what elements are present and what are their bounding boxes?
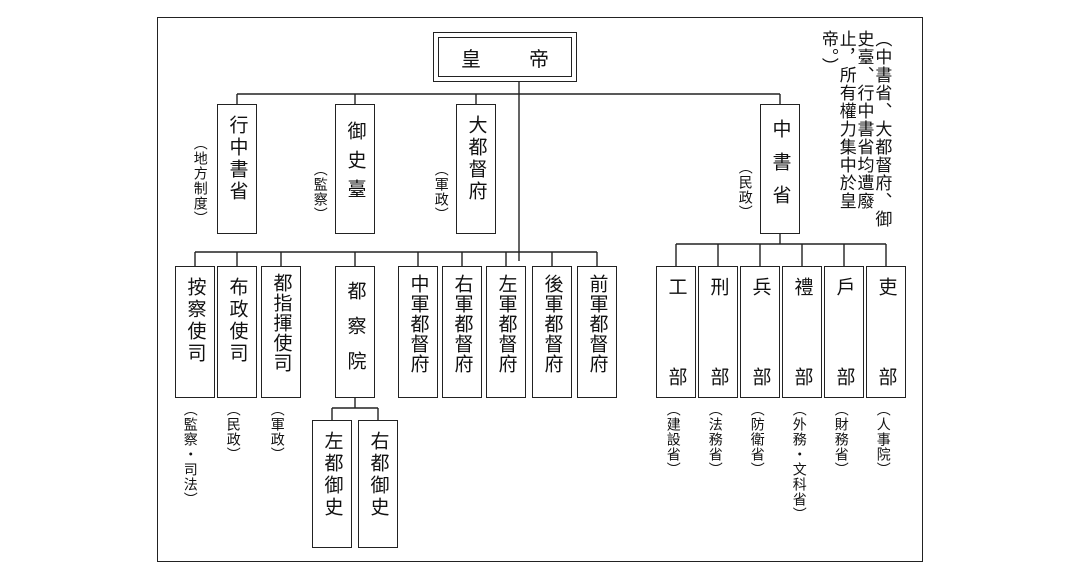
surveillance-office-box: 按察使司 (175, 266, 215, 398)
ministry-rites-top: 禮 (791, 277, 814, 299)
central-military-commission-box: 中軍都督府 (398, 266, 438, 398)
central-secretariat-box: 中書省 (760, 104, 800, 234)
ministry-revenue-note: ︵財務省︶ (832, 402, 849, 477)
censorate-office-box: 御史臺 (335, 104, 375, 234)
ministry-revenue-top: 戶 (833, 277, 856, 299)
ministry-justice-top: 刑 (707, 277, 730, 299)
ministry-works-top: 工 (665, 277, 688, 299)
administration-office-label: 布政使司 (226, 277, 249, 365)
military-command-note: ︵軍政︶ (268, 402, 285, 462)
ministry-revenue-bottom: 部 (833, 367, 856, 389)
branch-secretariat-box: 行中書省 (217, 104, 257, 234)
ministry-works-bottom: 部 (665, 367, 688, 389)
abolition-remark: ︵中書省、大都督府、御史臺、行中書省均遭廢止，所有權力集中於皇帝。︶ (817, 30, 892, 228)
chief-censorate-box: 都察院 (335, 266, 375, 398)
ministry-war-box: 兵 部 (740, 266, 780, 398)
ministry-personnel-note: ︵人事院︶ (874, 402, 891, 477)
left-military-commission-box: 左軍都督府 (486, 266, 526, 398)
ministry-rites-box: 禮 部 (782, 266, 822, 398)
ministry-works-note: ︵建設省︶ (664, 402, 681, 477)
ministry-justice-box: 刑 部 (698, 266, 738, 398)
ministry-revenue-box: 戶 部 (824, 266, 864, 398)
ministry-justice-note: ︵法務省︶ (706, 402, 723, 477)
ministry-war-note: ︵防衛省︶ (748, 402, 765, 477)
diagram-frame (157, 17, 923, 562)
ministry-rites-bottom: 部 (791, 367, 814, 389)
emperor-label: 皇 帝 (438, 37, 572, 77)
censorate-office-label: 御史臺 (344, 121, 367, 208)
rear-military-commission-box: 後軍都督府 (532, 266, 572, 398)
administration-office-note: ︵民政︶ (224, 402, 241, 462)
ministry-works-box: 工 部 (656, 266, 696, 398)
chief-military-label: 大都督府 (465, 115, 488, 203)
left-censor-box: 左都御史 (312, 420, 352, 548)
chief-military-box: 大都督府 (456, 104, 496, 234)
front-military-commission-label: 前軍都督府 (586, 274, 609, 374)
central-secretariat-note: ︵民政︶ (736, 160, 753, 220)
ministry-personnel-bottom: 部 (875, 367, 898, 389)
right-censor-box: 右都御史 (358, 420, 398, 548)
right-military-commission-label: 右軍都督府 (451, 274, 474, 374)
military-command-label: 都指揮使司 (270, 273, 293, 373)
right-military-commission-box: 右軍都督府 (442, 266, 482, 398)
central-secretariat-label: 中書省 (769, 119, 792, 218)
central-military-commission-label: 中軍都督府 (407, 274, 430, 374)
front-military-commission-box: 前軍都督府 (577, 266, 617, 398)
left-censor-label: 左都御史 (321, 431, 344, 519)
ministry-personnel-box: 吏 部 (866, 266, 906, 398)
administration-office-box: 布政使司 (217, 266, 257, 398)
military-command-box: 都指揮使司 (261, 266, 301, 398)
censorate-office-note: ︵監察︶ (311, 162, 328, 222)
ministry-war-bottom: 部 (749, 367, 772, 389)
left-military-commission-label: 左軍都督府 (495, 274, 518, 374)
rear-military-commission-label: 後軍都督府 (541, 274, 564, 374)
ministry-war-top: 兵 (749, 277, 772, 299)
surveillance-office-note: ︵監察・司法︶ (181, 402, 198, 507)
branch-secretariat-note: ︵地方制度︶ (191, 136, 208, 226)
ministry-justice-bottom: 部 (707, 367, 730, 389)
chief-military-note: ︵軍政︶ (432, 162, 449, 222)
chief-censorate-label: 都察院 (344, 281, 367, 386)
emperor-box: 皇 帝 (433, 32, 577, 82)
surveillance-office-label: 按察使司 (184, 277, 207, 365)
branch-secretariat-label: 行中書省 (226, 115, 249, 203)
right-censor-label: 右都御史 (367, 431, 390, 519)
ministry-rites-note: ︵外務・文科省︶ (790, 402, 807, 522)
ministry-personnel-top: 吏 (875, 277, 898, 299)
